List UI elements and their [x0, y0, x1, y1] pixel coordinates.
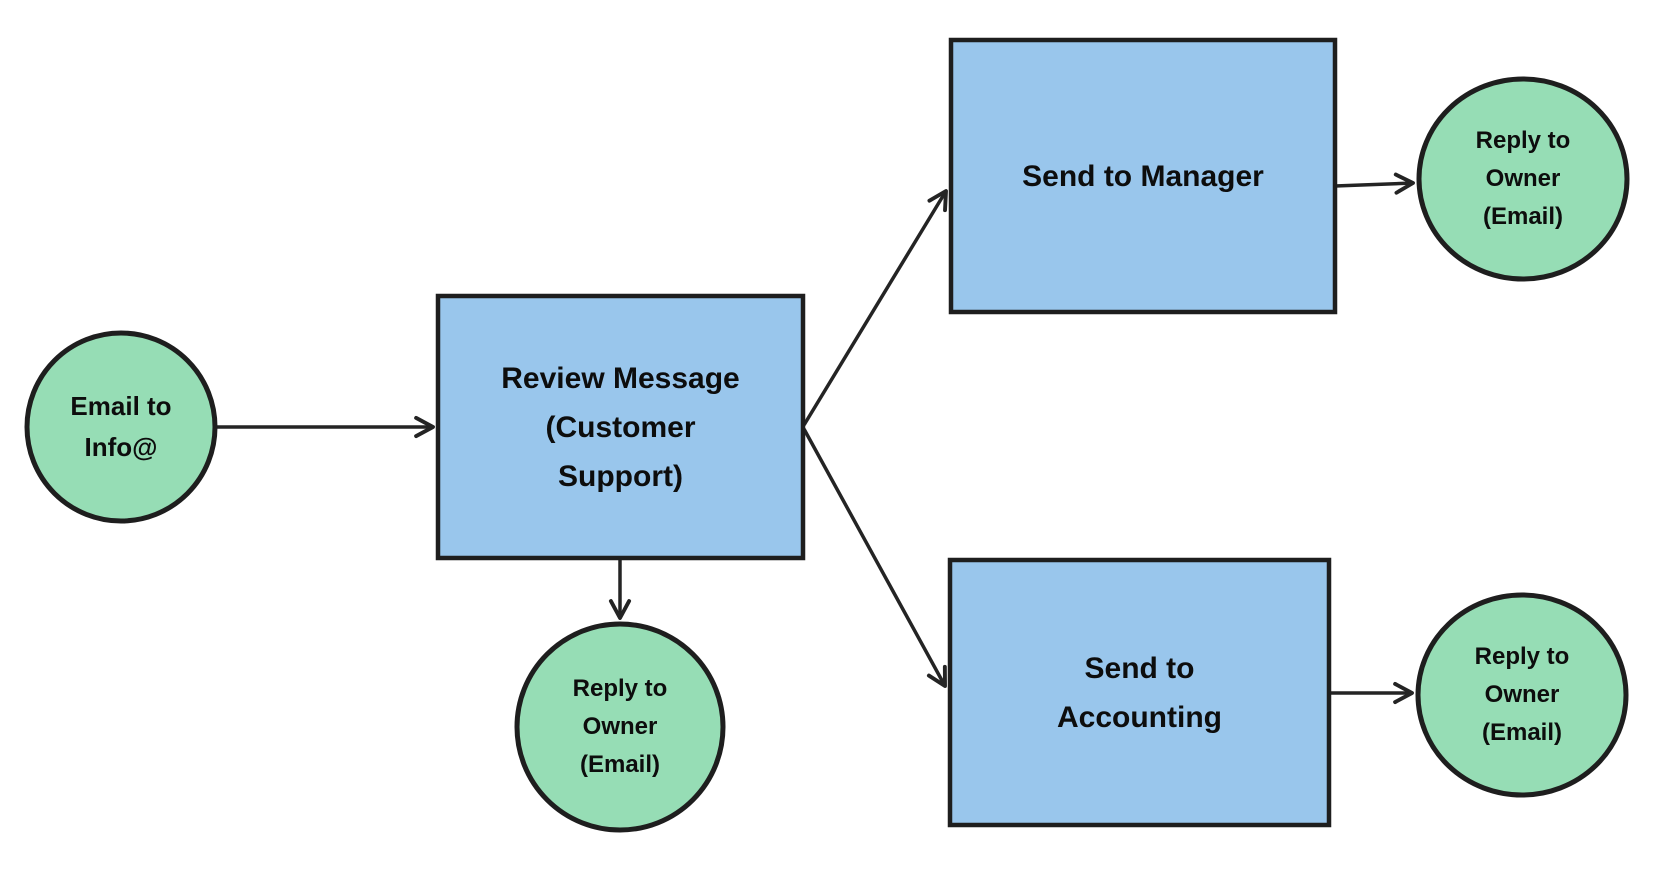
node-reply-owner-bottom-shape [1415, 592, 1629, 798]
node-reply-owner-top-shape [1416, 76, 1630, 282]
node-email-to-info-shape [24, 330, 218, 524]
edge-manager-to-reply-top [1334, 172, 1415, 195]
node-send-to-manager-shape [948, 37, 1338, 315]
node-review-message-shape [435, 293, 806, 561]
node-reply-owner-middle-shape [514, 621, 726, 833]
edge-review-to-manager [802, 189, 948, 426]
node-send-to-accounting-shape [947, 557, 1332, 828]
edge-review-to-accounting [802, 428, 947, 688]
